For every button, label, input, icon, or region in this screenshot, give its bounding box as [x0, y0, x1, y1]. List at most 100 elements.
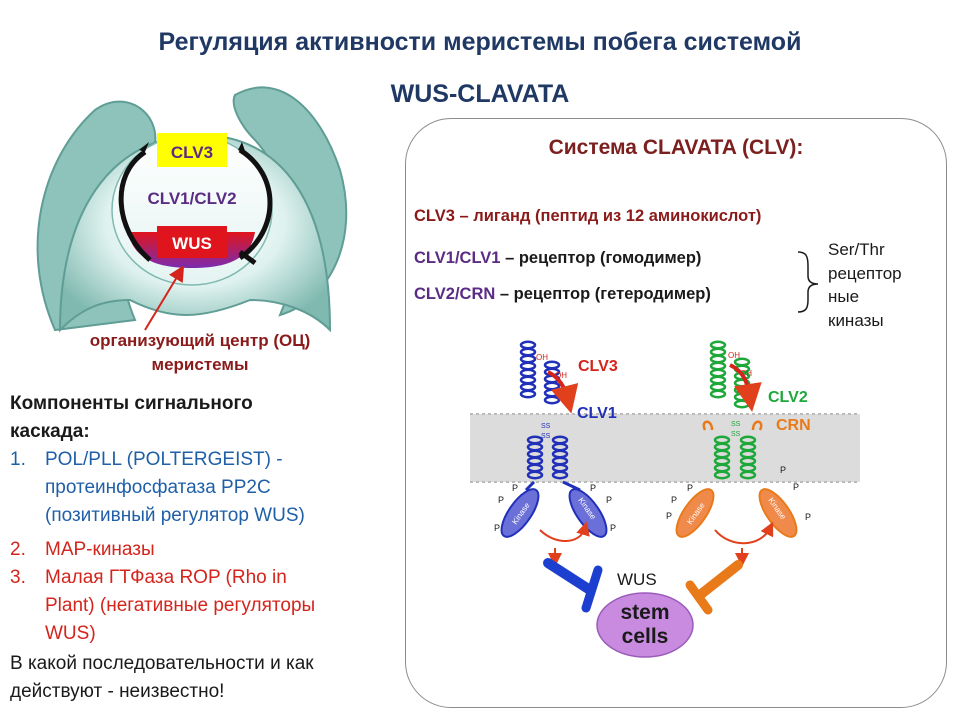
ss-label-clv1-a: SS: [541, 423, 551, 430]
component-item-1-line1: POL/PLL (POLTERGEIST) -: [45, 449, 283, 470]
stem-cells-blob: [596, 592, 694, 658]
diagram-clv2-label: CLV2: [768, 389, 808, 406]
clv2-lrr-coil: [709, 382, 727, 392]
shoot-meristem-illustration: [36, 86, 348, 333]
clavata-line1-rest: – лиганд (пептид из 12 аминокислот): [454, 207, 762, 225]
clv1-lrr-coil: [519, 347, 537, 357]
footer-line1: В какой последовательности и как: [10, 653, 314, 674]
clavata-line2-rest: – рецептор (гомодимер): [500, 249, 702, 267]
clv2-lrr-coil: [709, 340, 727, 350]
feedback-arrow-left: [118, 149, 152, 262]
receptor-brace: [797, 251, 819, 313]
clavata-line3-rest: – рецептор (гетеродимер): [495, 285, 711, 303]
meristem-clv3-label: CLV3: [171, 143, 213, 162]
p-label-10: P: [780, 465, 786, 475]
clavata-line-clv1: CLV1/CLV1 – рецептор (гомодимер): [414, 249, 701, 268]
oh-label-clv1-bottom: OH: [555, 371, 567, 380]
clavata-line-clv3: CLV3 – лиганд (пептид из 12 аминокислот): [414, 207, 761, 226]
component-item-1-num: 1.: [10, 449, 26, 470]
clavata-line-clv2: CLV2/CRN – рецептор (гетеродимер): [414, 285, 711, 304]
clv1-tm-coil: [526, 470, 544, 480]
stem-cells-line2: cells: [622, 625, 669, 648]
crn-kinase-transphosphorylation: [714, 521, 774, 545]
crn-kinase-left: [675, 488, 715, 538]
diagram-clv3-label: CLV3: [578, 358, 618, 375]
clv1-lrr-coil: [519, 382, 537, 392]
p-label-1: P: [512, 483, 518, 493]
diagram-crn-label: CRN: [776, 417, 811, 434]
meristem-wus-label: WUS: [172, 234, 212, 253]
unknown-sequence-note: В какой последовательности и как действу…: [10, 650, 314, 706]
clv1-lrr-coil: [519, 340, 537, 350]
stem-cells-line1: stem: [620, 601, 669, 624]
clv2-lrr-coil: [709, 361, 727, 371]
component-item-3-line3: WUS): [45, 623, 96, 644]
clv1-kinase-left: [500, 488, 540, 538]
p-label-11: P: [793, 482, 799, 492]
p-label-5: P: [606, 495, 612, 505]
kinase-note-line2: рецептор: [828, 263, 902, 283]
component-item-1-line2: протеинфосфатаза PP2C: [45, 477, 271, 498]
ss-label-clv1-b: SS: [541, 433, 551, 440]
oh-label-clv2-bottom: OH: [740, 369, 752, 378]
clv2-lrr-coil: [709, 389, 727, 399]
clavata-line3-key: CLV2/CRN: [414, 285, 496, 303]
oh-label-clv1-top: OH: [536, 353, 548, 362]
ss-label-clv2-b: SS: [731, 431, 741, 438]
clv2-lrr-coil: [733, 399, 751, 409]
crn-inhibition-bar: [685, 560, 743, 615]
clv1-lrr-coil: [543, 381, 561, 391]
clv2-lrr-coil: [709, 368, 727, 378]
clv1-kinase-transphosphorylation: [539, 521, 590, 542]
clv2-lrr-coil: [709, 347, 727, 357]
components-heading-line2: каскада:: [10, 421, 90, 442]
clv1-inhibition-bar: [543, 558, 603, 613]
p-label-3: P: [494, 523, 500, 533]
clv1-tm-coil: [551, 470, 569, 480]
clv1-ligand: [547, 370, 579, 414]
crn-kinase-right: [758, 488, 798, 538]
clv3-box: [157, 133, 227, 167]
diagram-wus-label: WUS: [617, 570, 657, 589]
clavata-panel: [405, 118, 947, 708]
clv1-lrr-coil: [519, 389, 537, 399]
kinase-note: Ser/Thr рецептор ные киназы: [828, 238, 902, 332]
oh-label-clv2-top: OH: [728, 351, 740, 360]
clv2-tm-coil: [713, 470, 731, 480]
clv1-lrr-coil: [519, 368, 537, 378]
crn-tm-coil: [739, 470, 757, 480]
p-label-7: P: [687, 483, 693, 493]
p-label-12: P: [805, 512, 811, 522]
p-label-4: P: [590, 483, 596, 493]
oc-label-line2: меристемы: [151, 355, 249, 374]
component-item-1-line3: (позитивный регулятор WUS): [45, 505, 305, 526]
diagram-clv1-label: CLV1: [577, 405, 617, 422]
clv1-receptor: [500, 340, 608, 538]
ss-label-clv2-a: SS: [731, 421, 741, 428]
page-title-line1: Регуляция активности меристемы побега си…: [158, 28, 802, 56]
component-item-2-line1: MAP-киназы: [45, 539, 155, 560]
oc-label-line1: организующий центр (ОЦ): [89, 331, 311, 350]
p-label-2: P: [498, 495, 504, 505]
feedback-arrow-right: [238, 147, 273, 261]
p-label-9: P: [666, 511, 672, 521]
clv1-lrr-coil: [543, 395, 561, 405]
clv1-lrr-coil: [519, 375, 537, 385]
kinase-note-line1: Ser/Thr: [828, 240, 885, 259]
component-item-2-num: 2.: [10, 539, 26, 560]
meristem-clv1-clv2-label: CLV1/CLV2: [147, 189, 236, 208]
kinase-note-line3: ные: [828, 287, 860, 306]
kinase-note-line4: киназы: [828, 310, 884, 330]
component-item-3-line1: Малая ГТФаза ROP (Rho in: [45, 567, 287, 588]
components-heading-line1: Компоненты сигнального: [10, 393, 253, 414]
component-item-3-line2: Plant) (негативные регуляторы: [45, 595, 316, 616]
clv2-lrr-coil: [709, 354, 727, 364]
component-item-3-num: 3.: [10, 567, 26, 588]
p-label-8: P: [671, 495, 677, 505]
clavata-line1-key: CLV3: [414, 207, 455, 225]
clv1-lrr-coil: [543, 388, 561, 398]
clavata-line2-key: CLV1/CLV1: [414, 249, 501, 267]
wus-box: [157, 226, 227, 258]
clv2-lrr-coil: [733, 392, 751, 402]
